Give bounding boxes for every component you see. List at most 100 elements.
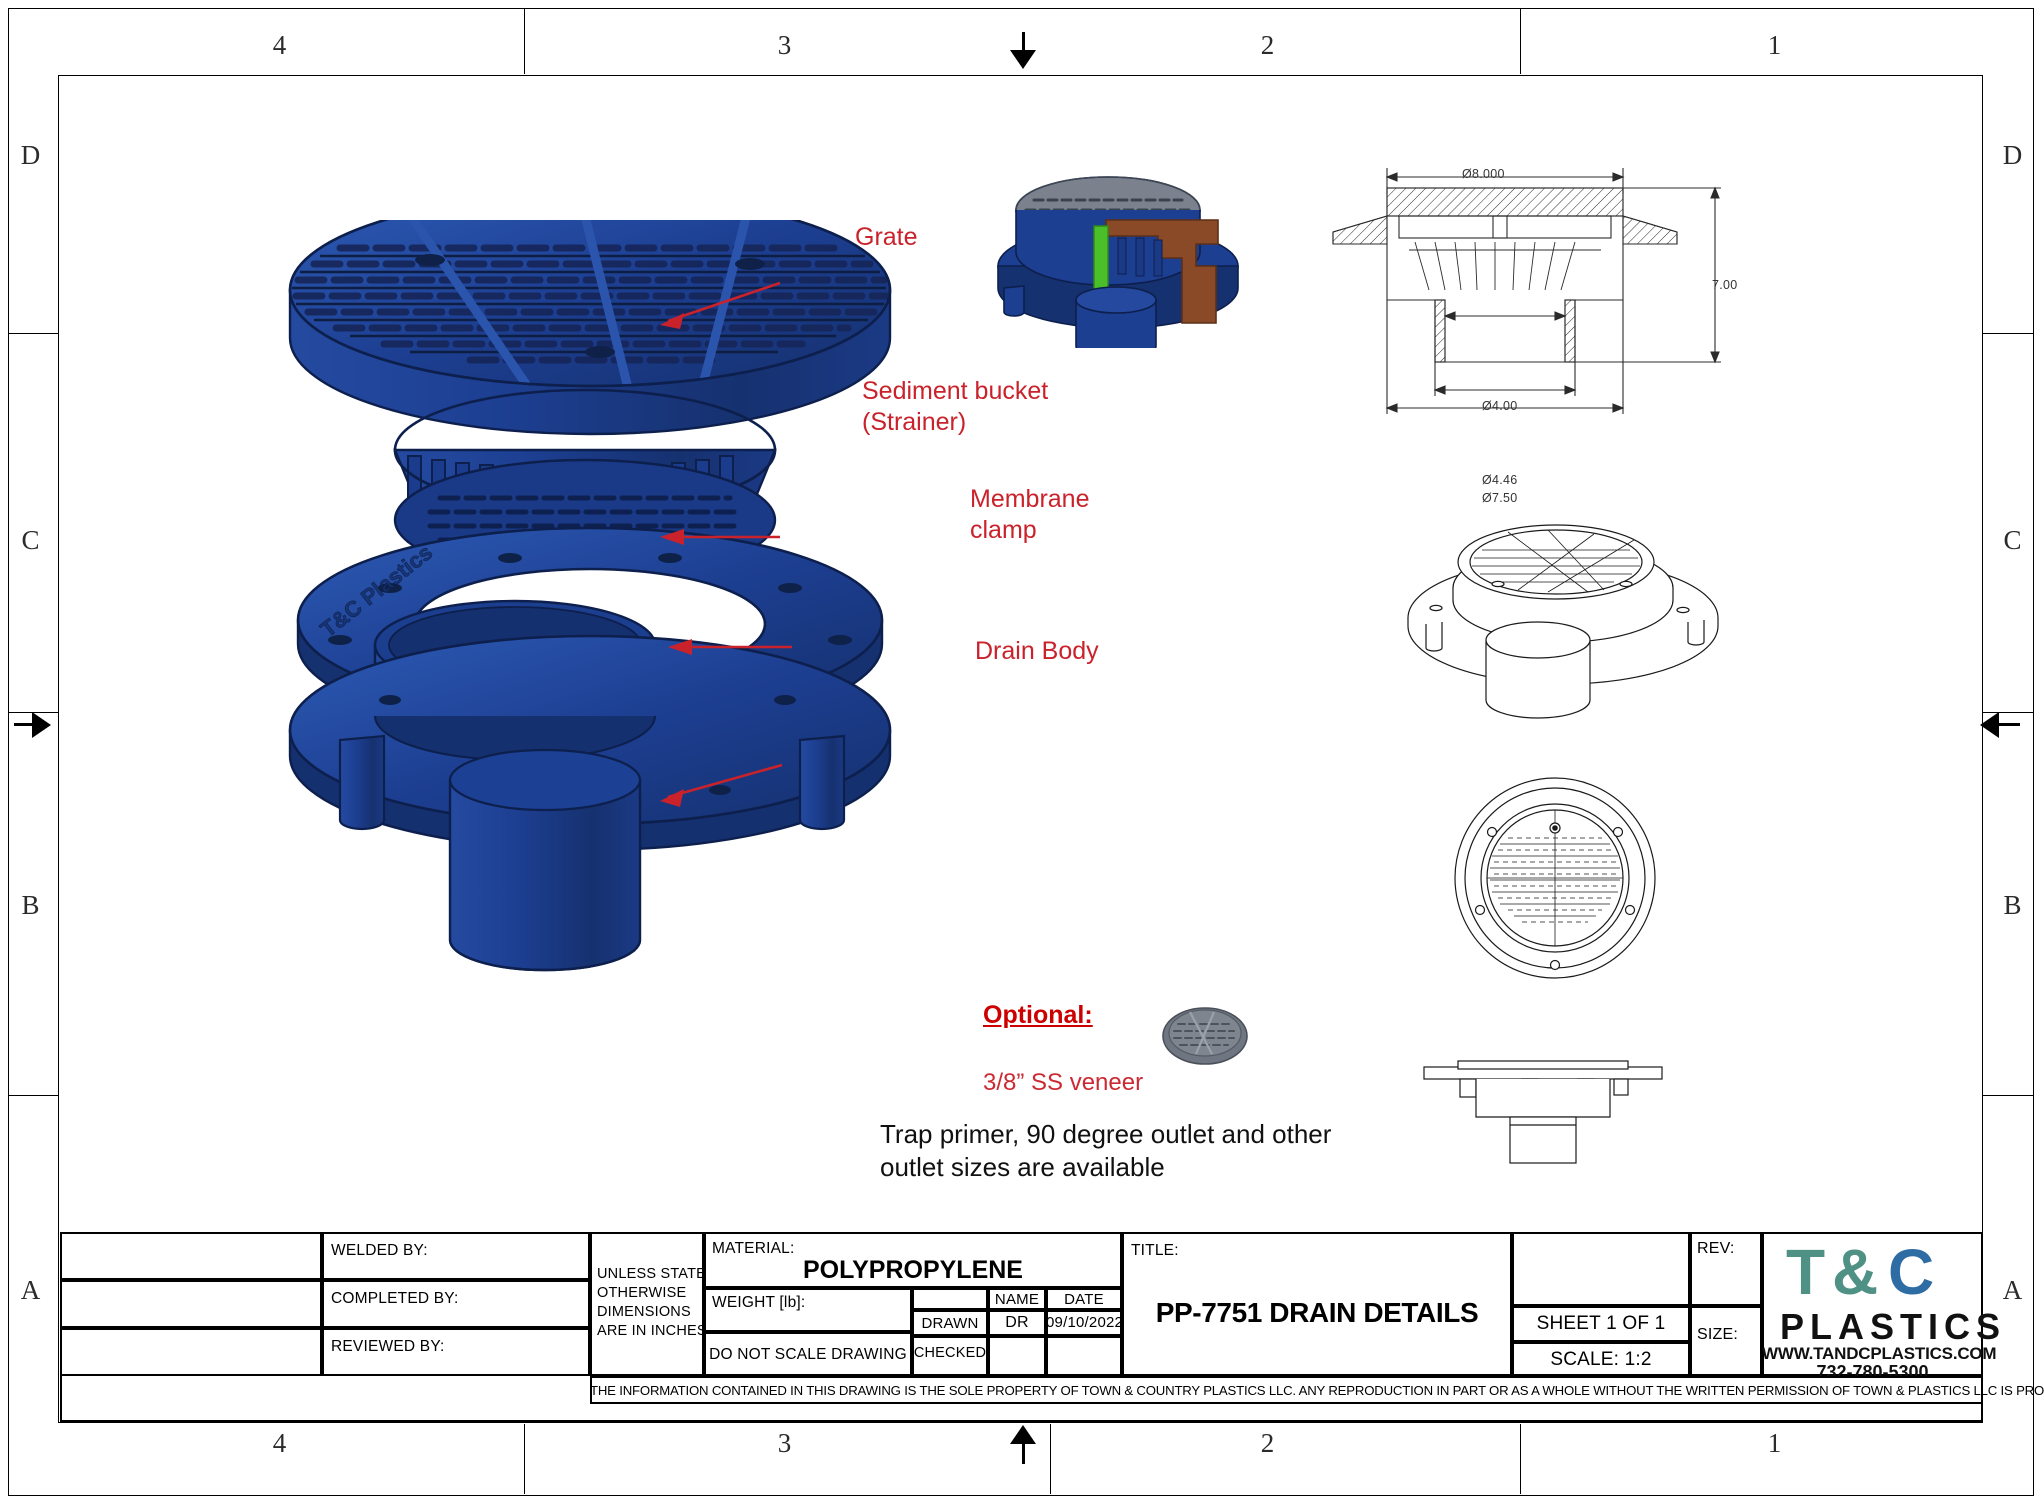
logo-website[interactable]: WWW.TANDCPLASTICS.COM (1762, 1344, 1997, 1363)
title-label: TITLE: (1131, 1242, 1179, 1259)
completed-by-value-cell[interactable] (60, 1280, 322, 1328)
logo-ampersand: & (1832, 1236, 1878, 1308)
drawn-label-cell (912, 1310, 988, 1336)
dim-outlet-inner-dia: Ø4.00 (1482, 399, 1518, 413)
logo-cell (1762, 1232, 1983, 1376)
zone-tick-left-1 (8, 333, 58, 335)
scale-cell (1512, 1342, 1690, 1376)
zone-tick-top-1 (524, 8, 526, 74)
checked-label-cell (912, 1336, 988, 1376)
drawn-date-cell[interactable] (1046, 1310, 1122, 1336)
drawn-name-cell[interactable] (988, 1310, 1046, 1336)
zone-right-c: C (2003, 525, 2023, 555)
drawn-label: DRAWN (921, 1315, 979, 1332)
weight-cell (704, 1288, 912, 1332)
callout-sediment-bucket-label: Sediment bucket (Strainer) (862, 377, 1049, 436)
size-cell (1690, 1306, 1762, 1376)
dim-overall-height: 7.00 (1712, 278, 1738, 292)
checked-date-cell[interactable] (1046, 1336, 1122, 1376)
ss-veneer-thumbnail (1162, 1007, 1248, 1065)
general-availability-note: Trap primer, 90 degree outlet and other … (880, 1119, 1332, 1182)
exploded-assembly-view: T&C Plastics PP-7751 (288, 220, 892, 972)
drainbody-arrowhead (660, 789, 684, 807)
zone-tick-bottom-1 (524, 1424, 526, 1494)
material-cell (704, 1232, 1122, 1288)
zone-bottom-4: 4 (272, 1428, 288, 1458)
center-mark-right-icon (1980, 712, 1999, 738)
completed-by-label: COMPLETED BY: (331, 1290, 459, 1307)
zone-tick-bottom-3 (1520, 1424, 1522, 1494)
date-header-cell (1046, 1288, 1122, 1310)
rev-cell (1690, 1232, 1762, 1306)
sheet-cell (1512, 1306, 1690, 1342)
weight-label: WEIGHT [lb]: (712, 1294, 806, 1311)
scale-value: SCALE: 1:2 (1550, 1349, 1652, 1370)
center-mark-top-stem (1022, 32, 1025, 54)
callout-membrane-clamp-label: Membrane clamp (970, 485, 1090, 544)
zone-top-2: 2 (1260, 30, 1276, 60)
callout-grate-label: Grate (855, 223, 918, 251)
center-mark-bottom-icon (1010, 1425, 1036, 1444)
date-header: DATE (1064, 1291, 1104, 1308)
zone-tick-right-3 (1983, 1095, 2034, 1097)
drawing-title: PP-7751 DRAIN DETAILS (1155, 1297, 1479, 1328)
center-mark-right-stem (1998, 723, 2020, 726)
zone-left-b: B (21, 890, 41, 920)
cutaway-section-view (997, 176, 1239, 348)
zone-bottom-1: 1 (1767, 1428, 1783, 1458)
drawn-date: 09/10/2022 (1046, 1314, 1124, 1331)
zone-left-c: C (21, 525, 41, 555)
logo-plastics-text: PLASTICS (1780, 1306, 2007, 1347)
callout-arrows (660, 281, 792, 807)
zone-tick-left-3 (8, 1095, 58, 1097)
reviewed-by-cell (322, 1328, 590, 1376)
zone-tick-bottom-2 (1050, 1424, 1052, 1494)
callout-drain-body-label: Drain Body (975, 637, 1099, 665)
sediment-arrowhead (660, 529, 684, 545)
grate-part (288, 220, 892, 436)
signoff-blank-cell (912, 1288, 988, 1310)
checked-label: CHECKED (913, 1345, 987, 1361)
zone-bottom-2: 2 (1260, 1428, 1276, 1458)
front-elevation-view (1423, 1060, 1663, 1164)
completed-by-cell (322, 1280, 590, 1328)
reviewed-by-value-cell[interactable] (60, 1328, 322, 1376)
size-label: SIZE: (1697, 1326, 1739, 1343)
zone-top-4: 4 (272, 30, 288, 60)
plan-top-view (1454, 777, 1656, 979)
welded-by-label: WELDED BY: (331, 1242, 428, 1259)
legal-notice: THE INFORMATION CONTAINED IN THIS DRAWIN… (590, 1383, 2044, 1398)
center-mark-bottom-stem (1022, 1442, 1025, 1464)
sheet-inner-border (58, 75, 1983, 1423)
name-header: NAME (994, 1291, 1040, 1308)
checked-name-cell[interactable] (988, 1336, 1046, 1376)
tolerance-note: UNLESS STATED OTHERWISE DIMENSIONS ARE I… (597, 1266, 717, 1339)
do-not-scale-cell (704, 1332, 912, 1376)
optional-heading: Optional: (983, 1001, 1093, 1029)
zone-left-a: A (20, 1275, 42, 1305)
zone-tick-right-2 (1983, 712, 2034, 714)
zone-left-d: D (20, 140, 42, 170)
legal-strip-cell (590, 1376, 1983, 1404)
sheet-value: SHEET 1 OF 1 (1536, 1313, 1666, 1334)
zone-right-a: A (2002, 1275, 2024, 1305)
logo-letter-t: T (1786, 1236, 1825, 1308)
welded-by-value-cell[interactable] (60, 1232, 322, 1280)
zone-bottom-3: 3 (777, 1428, 793, 1458)
sheet-blank-cell (1512, 1232, 1690, 1306)
membrane-arrowhead (668, 639, 692, 655)
dim-outlet-outer-dia: Ø4.46 (1482, 473, 1518, 487)
drawn-name: DR (1005, 1314, 1029, 1331)
tolerance-note-cell (590, 1232, 704, 1376)
zone-right-b: B (2003, 890, 2023, 920)
zone-right-d: D (2002, 140, 2024, 170)
dim-outer-flange-dia: Ø8.000 (1462, 167, 1505, 181)
reviewed-by-label: REVIEWED BY: (331, 1338, 445, 1355)
zone-tick-right-1 (1983, 333, 2034, 335)
dimensioned-section-view (1332, 168, 1721, 414)
welded-by-cell (322, 1232, 590, 1280)
logo-letter-c: C (1888, 1236, 1934, 1308)
center-mark-top-icon (1010, 50, 1036, 69)
do-not-scale-note: DO NOT SCALE DRAWING (709, 1346, 907, 1363)
